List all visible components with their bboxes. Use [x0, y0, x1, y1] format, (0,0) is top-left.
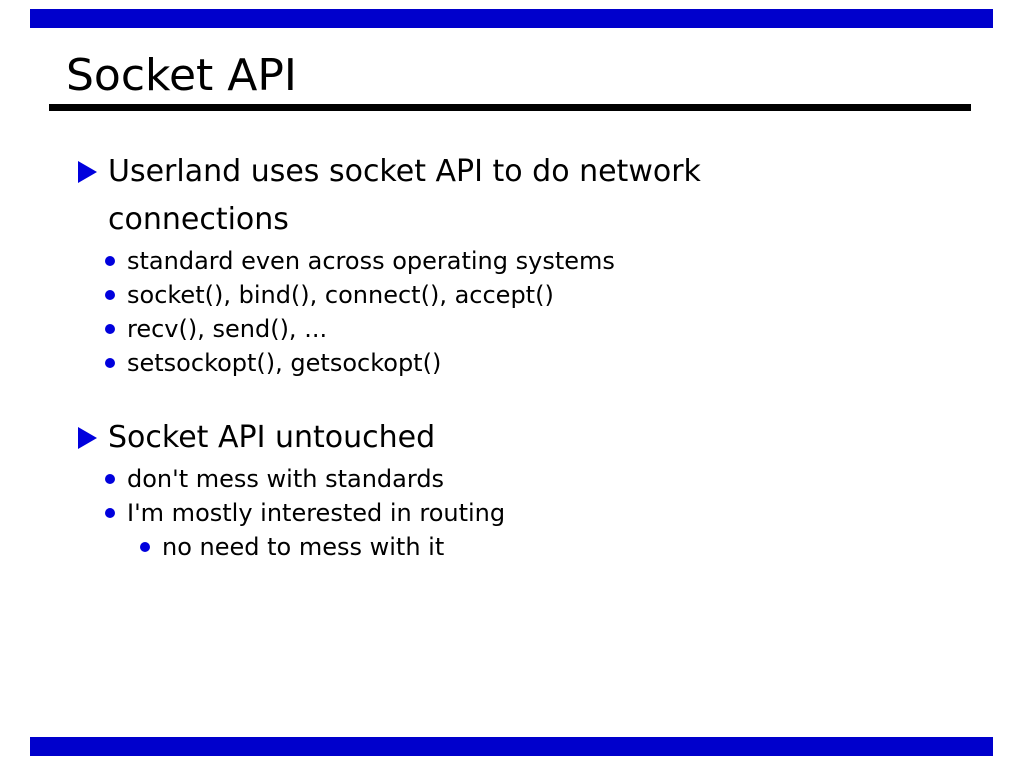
bullet-text: Socket API untouched: [108, 420, 436, 455]
title-underline: [49, 104, 971, 111]
slide-title: Socket API: [66, 50, 297, 101]
dot-bullet-icon: [105, 508, 115, 518]
bullet-text: recv(), send(), ...: [127, 315, 328, 343]
triangle-bullet-icon: [78, 161, 97, 183]
bullet-text: I'm mostly interested in routing: [127, 499, 506, 527]
dot-bullet-icon: [105, 290, 115, 300]
bullet-item-level2: don't mess with standards: [78, 462, 988, 496]
dot-bullet-icon: [105, 474, 115, 484]
bullet-item-level2: I'm mostly interested in routing: [78, 496, 988, 530]
bullet-text: socket(), bind(), connect(), accept(): [127, 281, 554, 309]
bullet-item-level2: socket(), bind(), connect(), accept(): [78, 278, 988, 312]
bullet-text: setsockopt(), getsockopt(): [127, 349, 442, 377]
bullet-item-level3: no need to mess with it: [78, 530, 988, 564]
dot-bullet-icon: [105, 324, 115, 334]
triangle-bullet-icon: [78, 427, 97, 449]
bullet-text: standard even across operating systems: [127, 247, 615, 275]
dot-bullet-icon: [140, 542, 150, 552]
bullet-item-level2: standard even across operating systems: [78, 244, 988, 278]
bottom-accent-bar: [30, 737, 993, 756]
bullet-text: don't mess with standards: [127, 465, 445, 493]
bullet-item-level1: Userland uses socket API to do network c…: [78, 148, 988, 244]
top-accent-bar: [30, 9, 993, 28]
bullet-item-level2: setsockopt(), getsockopt(): [78, 346, 988, 380]
dot-bullet-icon: [105, 256, 115, 266]
bullet-text: no need to mess with it: [162, 533, 445, 561]
slide-content: Userland uses socket API to do network c…: [78, 148, 988, 564]
dot-bullet-icon: [105, 358, 115, 368]
bullet-text: Userland uses socket API to do network c…: [108, 154, 701, 237]
bullet-item-level2: recv(), send(), ...: [78, 312, 988, 346]
bullet-item-level1: Socket API untouched: [78, 414, 988, 462]
